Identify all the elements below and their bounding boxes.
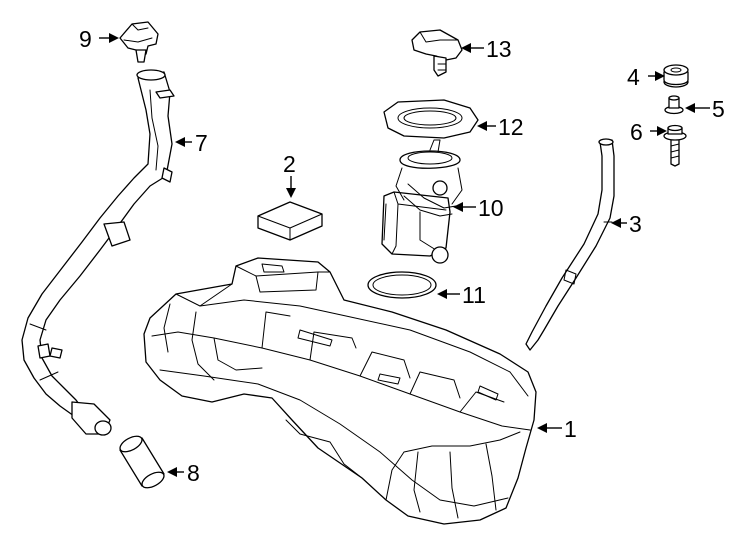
tank-strap[interactable] (525, 138, 615, 351)
nut[interactable] (664, 95, 684, 115)
callout-4: 4 (627, 64, 640, 90)
callout-5: 5 (712, 96, 725, 122)
callout-9: 9 (79, 26, 92, 52)
callout-3: 3 (629, 211, 642, 237)
bolt[interactable] (663, 124, 687, 167)
hose-sleeve[interactable] (118, 433, 167, 491)
callout-2: 2 (283, 151, 296, 177)
callout-6: 6 (630, 119, 643, 145)
grommet[interactable] (663, 64, 689, 88)
lock-ring[interactable] (383, 99, 479, 139)
callout-7: 7 (195, 130, 208, 156)
sensor-unit[interactable] (411, 29, 463, 77)
filter-pad[interactable] (257, 201, 323, 241)
callout-labels: 1 2 3 4 5 6 7 8 9 10 11 12 13 (79, 26, 725, 486)
filler-neck[interactable] (21, 69, 175, 436)
callout-12: 12 (498, 114, 524, 140)
fuel-tank[interactable] (143, 257, 537, 525)
callout-10: 10 (478, 195, 504, 221)
callout-8: 8 (187, 460, 200, 486)
callout-leaders (99, 33, 710, 477)
fuel-pump-module[interactable] (381, 139, 463, 264)
callout-13: 13 (486, 36, 512, 62)
callout-1: 1 (564, 416, 577, 442)
filler-cap[interactable] (119, 21, 159, 63)
seal-ring[interactable] (367, 271, 437, 299)
callout-11: 11 (462, 282, 486, 308)
